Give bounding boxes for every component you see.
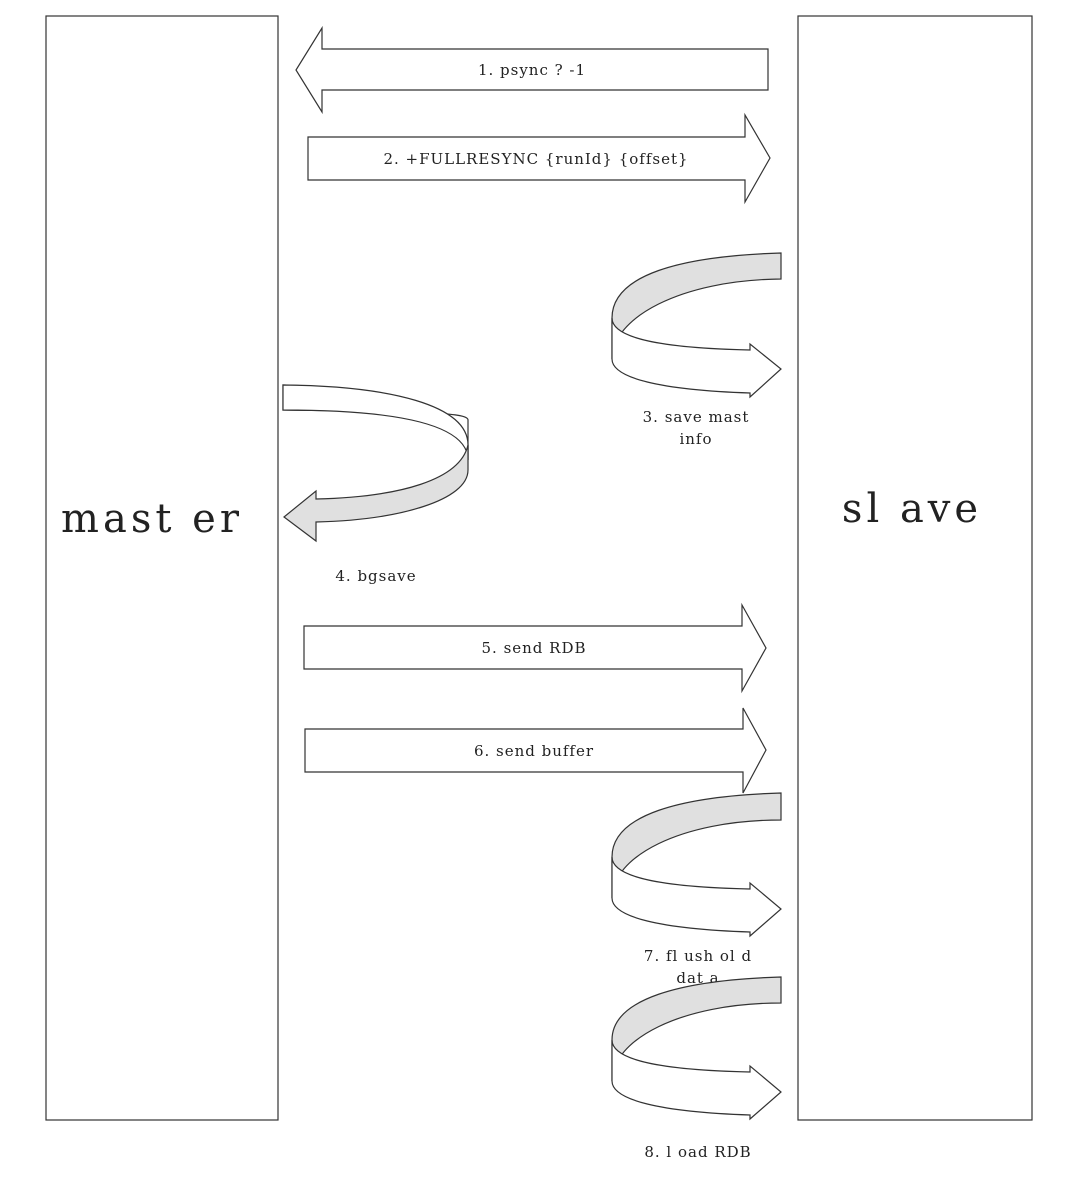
curve-top-band-4-outline xyxy=(282,384,469,461)
curve-front-band-3 xyxy=(611,317,782,399)
step-1-label: 1. psync ? -1 xyxy=(478,61,586,79)
arrow-step-1 xyxy=(295,25,769,115)
slave-box xyxy=(797,15,1033,1121)
curve-bottom-band-4 xyxy=(283,444,469,543)
step-3-label-line-1: 3. save mast xyxy=(643,408,750,426)
arrow-step-2 xyxy=(307,112,771,205)
curved-arrow-step-8 xyxy=(611,976,782,1121)
arrow-step-5 xyxy=(303,602,767,694)
master-box xyxy=(45,15,279,1121)
curved-arrow-step-7 xyxy=(611,792,782,938)
curved-arrow-step-3 xyxy=(611,252,782,399)
slave-label: sl ave xyxy=(842,486,982,532)
curve-front-band-7 xyxy=(611,856,782,938)
curve-front-band-8 xyxy=(611,1039,782,1121)
step-5-label: 5. send RDB xyxy=(481,639,586,657)
step-3-label-line-2: info xyxy=(679,430,712,448)
step-6-label: 6. send buffer xyxy=(474,742,594,760)
arrow-step-6 xyxy=(304,707,767,794)
step-8-label: 8. l oad RDB xyxy=(644,1143,751,1161)
master-label: mast er xyxy=(61,496,243,542)
step-2-label: 2. +FULLRESYNC {runId} {offset} xyxy=(383,150,688,168)
step-7-label-line-1: 7. fl ush ol d xyxy=(644,947,752,965)
step-4-label: 4. bgsave xyxy=(335,567,416,585)
curved-arrow-step-4 xyxy=(282,384,469,543)
